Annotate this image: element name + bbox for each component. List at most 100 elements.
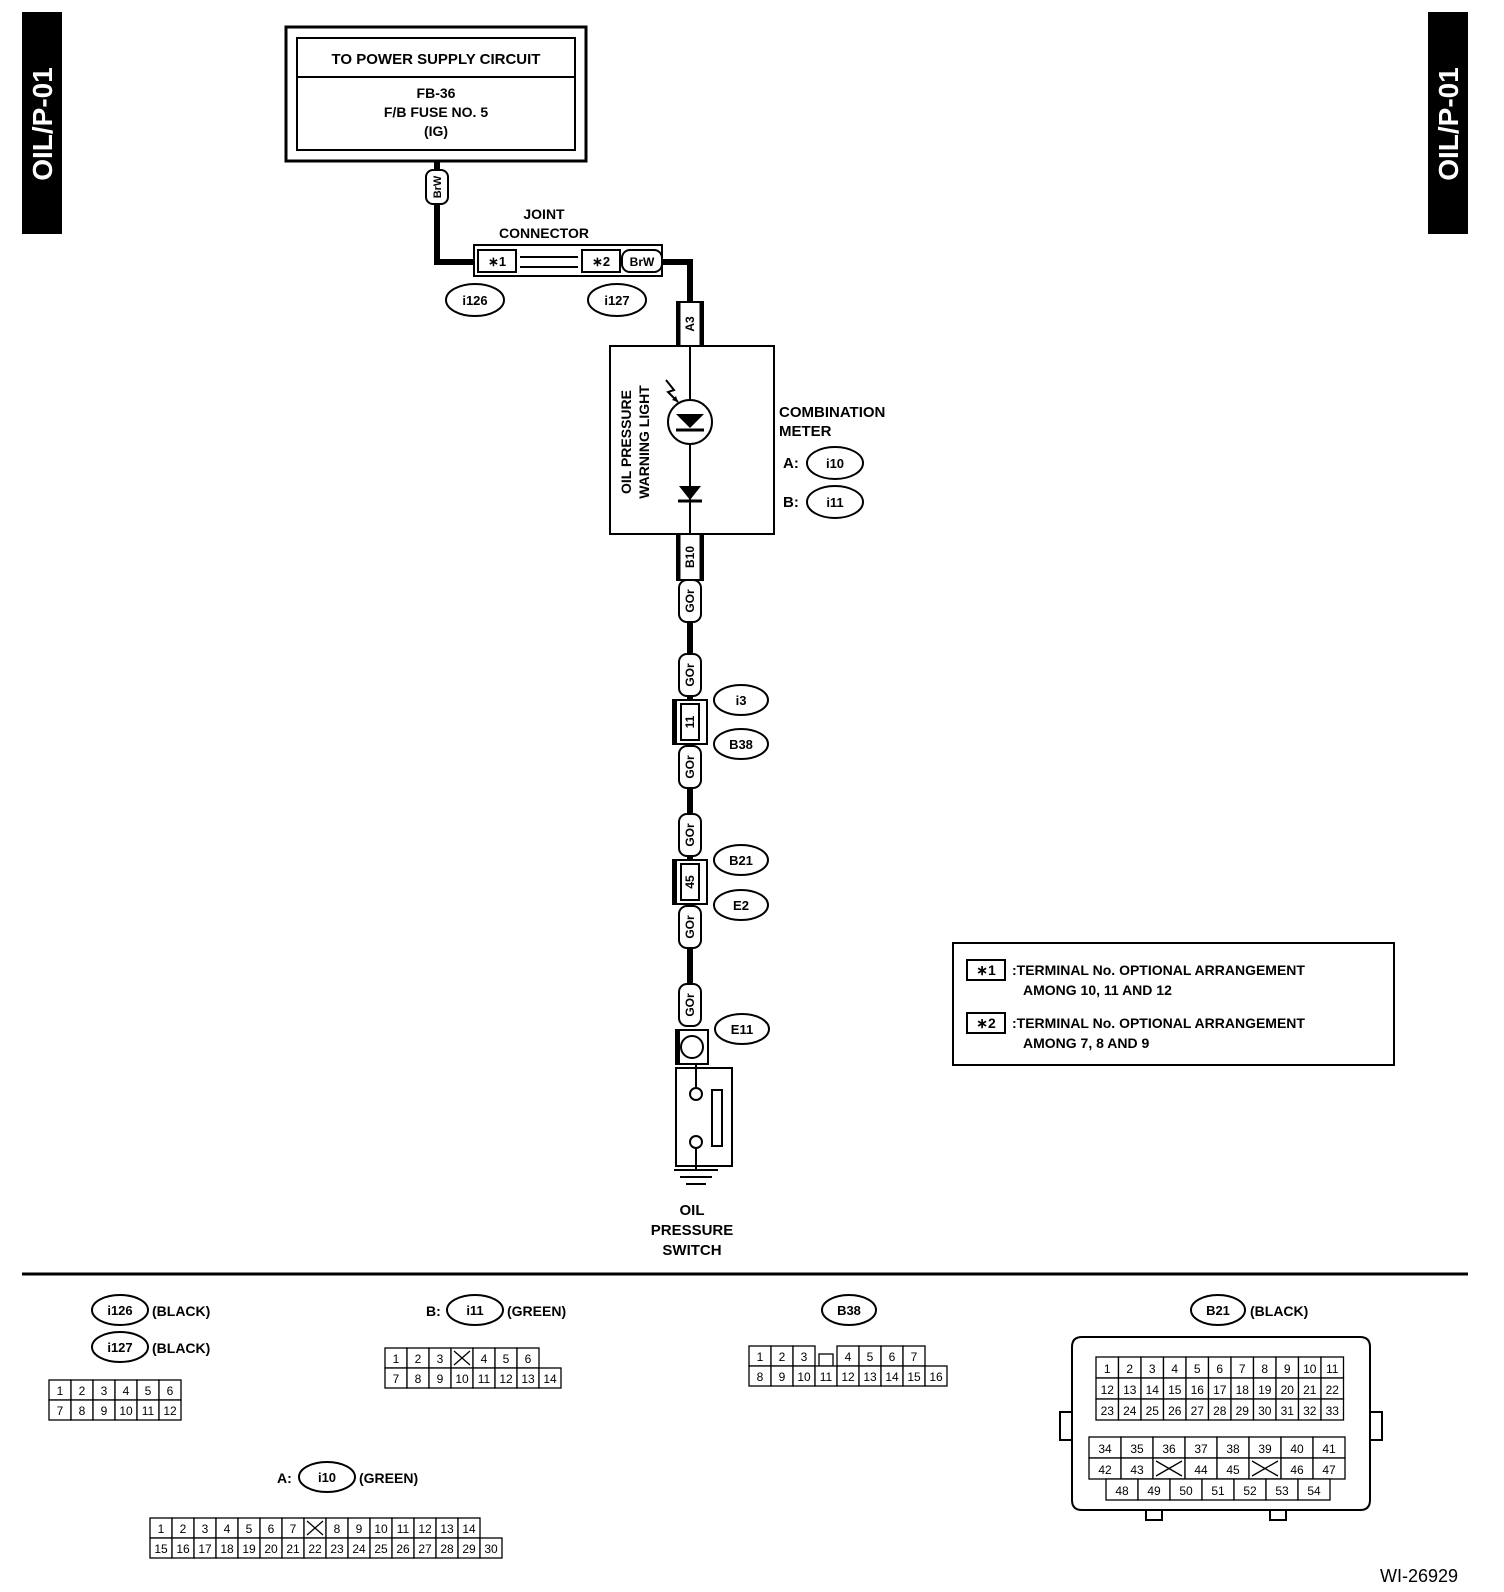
pin-number: 12	[418, 1522, 432, 1536]
pin-number: 13	[863, 1370, 877, 1384]
pin-cell: 52	[1233, 1478, 1267, 1501]
pin-number: 12	[163, 1404, 177, 1418]
pin-cell	[450, 1347, 474, 1369]
view-header-i126: i126 (BLACK)	[91, 1294, 210, 1326]
pin-cell: 1	[748, 1345, 772, 1367]
pin-number: 7	[911, 1350, 918, 1364]
joint-terminal-2: ∗2	[592, 254, 610, 269]
pin-number: 24	[352, 1542, 366, 1556]
pin-number: 10	[119, 1404, 133, 1418]
svg-text:(GREEN): (GREEN)	[507, 1303, 566, 1319]
page-code-right: OIL/P-01	[1433, 67, 1464, 181]
pin-number: 13	[1123, 1383, 1137, 1397]
pin-cell: 11	[1320, 1356, 1345, 1379]
pin-cell: 25	[369, 1537, 393, 1559]
pin-number: 42	[1098, 1463, 1112, 1477]
svg-text:i127: i127	[604, 293, 629, 308]
pin-number: 41	[1322, 1442, 1336, 1456]
view-header-b38: B38	[821, 1294, 877, 1326]
pin-cell: 29	[457, 1537, 481, 1559]
pin-cell: 3	[1140, 1356, 1165, 1379]
pin-number: 3	[1149, 1362, 1156, 1376]
pin-number: 15	[907, 1370, 921, 1384]
wire-color-tag-gor-5: GOr	[678, 905, 702, 949]
terminal-a3: A3	[676, 301, 704, 347]
warning-lamp-icon	[665, 379, 713, 445]
connector-label-b38: B38	[729, 737, 753, 752]
pin-cell: 48	[1105, 1478, 1139, 1501]
wire-color-tag-gor-1: GOr	[678, 579, 702, 623]
pin-number: 7	[1239, 1362, 1246, 1376]
pin-cell: 15	[1162, 1377, 1187, 1400]
pin-number: 14	[885, 1370, 899, 1384]
pin-cell: 41	[1312, 1436, 1346, 1459]
combination-meter: OIL PRESSURE WARNING LIGHT COMBINATION M…	[609, 345, 885, 535]
pin-cell: 27	[413, 1537, 437, 1559]
pin-number: 4	[1171, 1362, 1178, 1376]
pin-cell: 33	[1320, 1398, 1345, 1421]
pin-cell: 13	[435, 1517, 459, 1539]
pin-number: 32	[1303, 1404, 1317, 1418]
pin-number: 28	[440, 1542, 454, 1556]
pin-number: 29	[462, 1542, 476, 1556]
pin-number: 45	[1226, 1463, 1240, 1477]
pin-cell: 27	[1185, 1398, 1210, 1421]
svg-text:(BLACK): (BLACK)	[1250, 1303, 1308, 1319]
pin-number: 53	[1275, 1484, 1289, 1498]
pin-cell: 4	[472, 1347, 496, 1369]
page-tab-left: OIL/P-01	[22, 12, 62, 234]
pin-cell: 51	[1201, 1478, 1235, 1501]
pin-cell: 11	[136, 1399, 160, 1421]
pin-cell: 37	[1184, 1436, 1218, 1459]
pin-cell: 7	[281, 1517, 305, 1539]
pin-cell: 21	[1297, 1377, 1322, 1400]
pin-number: 8	[415, 1372, 422, 1386]
pin-cell: 15	[149, 1537, 173, 1559]
legend-tag-1: ∗1	[976, 962, 996, 978]
pin-number: 15	[154, 1542, 168, 1556]
pin-cell: 3	[92, 1379, 116, 1401]
connector-tag-e2	[713, 889, 769, 921]
pin-number: 10	[797, 1370, 811, 1384]
legend-line-2a: :TERMINAL No. OPTIONAL ARRANGEMENT	[1012, 1015, 1305, 1031]
pin-cell: 10	[450, 1367, 474, 1389]
pin-cell: 7	[384, 1367, 408, 1389]
pin-cell: 15	[902, 1365, 926, 1387]
pin-number: 10	[374, 1522, 388, 1536]
pin-number: 20	[1281, 1383, 1295, 1397]
pin-number: 9	[101, 1404, 108, 1418]
pin-number: 9	[779, 1370, 786, 1384]
pin-number: 49	[1147, 1484, 1161, 1498]
pin-number: 5	[1194, 1362, 1201, 1376]
connector-label-e2: E2	[733, 898, 749, 913]
pin-number: 2	[79, 1384, 86, 1398]
pin-number: 26	[396, 1542, 410, 1556]
pin-number: 18	[1236, 1383, 1250, 1397]
pin-number: 5	[503, 1352, 510, 1366]
page-tab-right: OIL/P-01	[1428, 12, 1468, 234]
svg-text:GOr: GOr	[683, 663, 697, 687]
pin-cell: 8	[748, 1365, 772, 1387]
pin-number: 21	[1303, 1383, 1317, 1397]
pin-cell: 49	[1137, 1478, 1171, 1501]
connector-label-i10: i10	[826, 456, 844, 471]
pin-cell: 26	[1162, 1398, 1187, 1421]
pin-cell: 23	[1095, 1398, 1120, 1421]
joint-connector: JOINT CONNECTOR ∗1 ∗2 BrW	[473, 206, 663, 277]
wire-color-tag-gor-4: GOr	[678, 813, 702, 857]
wire-color-tag-brw-1: BrW	[425, 169, 449, 205]
pin-number: 35	[1130, 1442, 1144, 1456]
pin-cell: 6	[259, 1517, 283, 1539]
pin-number: 46	[1290, 1463, 1304, 1477]
pin-cell: 14	[1140, 1377, 1165, 1400]
pin-number: 30	[1258, 1404, 1272, 1418]
svg-text:B38: B38	[837, 1303, 861, 1318]
power-supply-title: TO POWER SUPPLY CIRCUIT	[332, 51, 541, 68]
pin-number: 8	[79, 1404, 86, 1418]
pin-cell: 10	[369, 1517, 393, 1539]
pin-number: 2	[180, 1522, 187, 1536]
pin-cell: 18	[215, 1537, 239, 1559]
pin-number: 25	[374, 1542, 388, 1556]
